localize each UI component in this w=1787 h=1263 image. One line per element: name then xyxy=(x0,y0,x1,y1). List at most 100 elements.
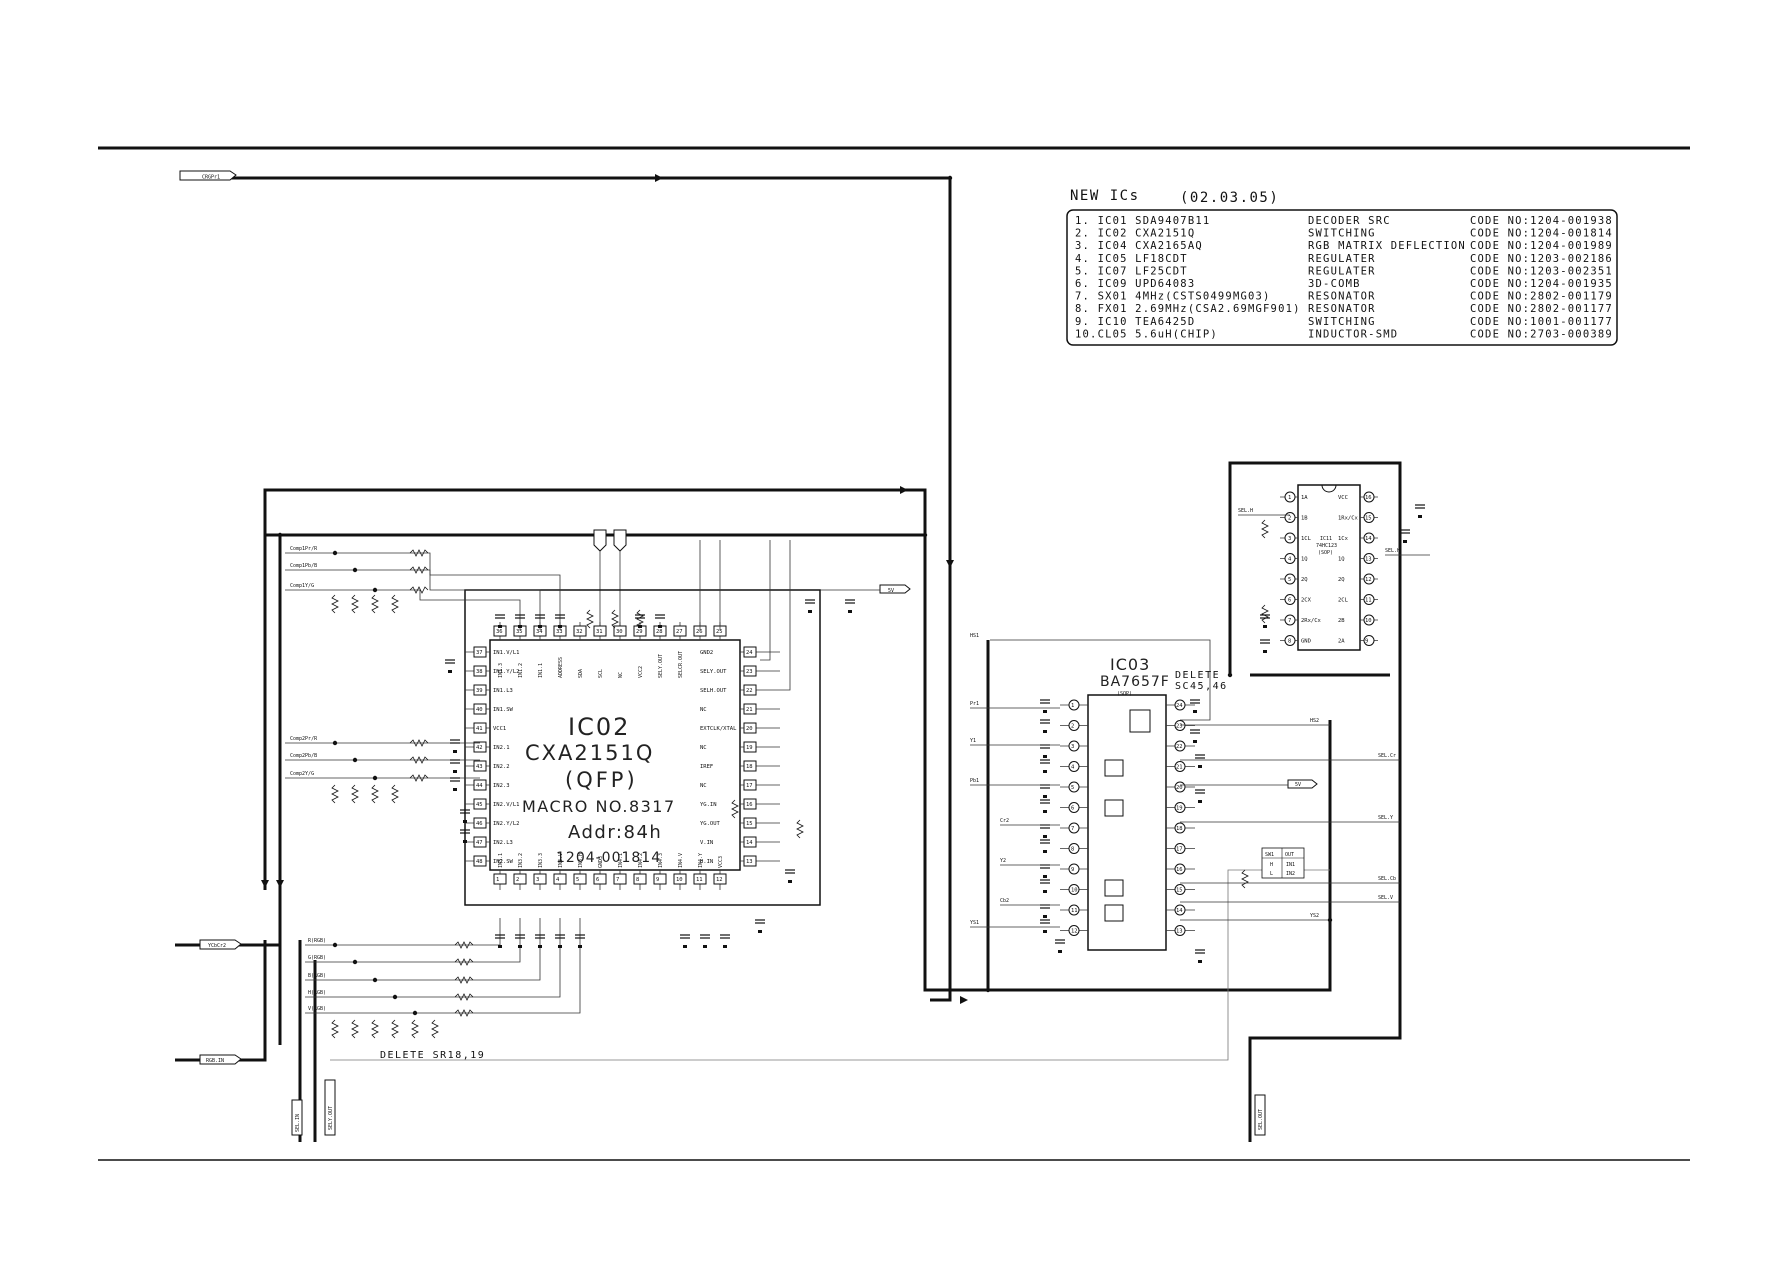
resistor-symbol xyxy=(454,976,474,984)
ic03-left-pin-num: 8 xyxy=(1071,847,1074,853)
ic02-bottom-pin-box xyxy=(613,873,627,885)
resistor-symbol xyxy=(391,594,399,614)
ic02-top-pin-name: SELCR.OUT xyxy=(678,651,684,678)
ic03-sw-b xyxy=(1104,799,1124,817)
ic11-left-pin-circle xyxy=(1284,614,1296,626)
net-comp1-pr: Comp1Pr/R xyxy=(290,546,318,552)
resistor-symbol xyxy=(731,799,739,819)
ic03-left-pin-num: 11 xyxy=(1071,908,1078,914)
ic03-right-pin-circle xyxy=(1174,699,1186,711)
ic11-left-pin-name: 2Q xyxy=(1301,577,1308,583)
ground-symbol xyxy=(683,945,687,948)
ic03-right-pin-num: 16 xyxy=(1176,867,1183,873)
junction-dot xyxy=(372,587,378,593)
ic02-left-pin-num: 43 xyxy=(476,764,483,770)
ic02-top-pin-num: 25 xyxy=(716,629,723,635)
connector-crgpr1 xyxy=(179,170,237,181)
ic03-left-pin-circle xyxy=(1068,802,1080,813)
ic02-output-nets: HS1 Pr1 Y1 Pb1 Cr2 Y2 Cb2 YS1 xyxy=(699,540,1211,928)
arrow-bottom xyxy=(960,996,968,1004)
ic02-bottom-pin-box xyxy=(633,873,647,885)
net-b-rgb: B(RGB) xyxy=(308,973,326,979)
junction-dot xyxy=(392,994,398,1000)
ic11-right-pin-name: 1Rx/Cx xyxy=(1338,516,1359,522)
net-y2: Y2 xyxy=(1000,858,1006,864)
ic11-body xyxy=(1297,484,1361,651)
ic03-left-pin-num: 6 xyxy=(1071,806,1074,812)
net-cb2: Cb2 xyxy=(1000,898,1009,904)
ic02-top-pin-name: NC xyxy=(618,672,624,678)
ic-row-item: 9. IC10 TEA6425D xyxy=(1075,316,1195,328)
ic-row-function: RESONATOR xyxy=(1308,291,1376,303)
arrow-right-bus xyxy=(946,560,954,568)
ic02-right-pin-box xyxy=(743,741,757,753)
ic03-right-pin-circle xyxy=(1174,720,1186,731)
ic02-bottom-pin-num: 12 xyxy=(716,877,723,883)
ic02-top-pin-name: IN1.2 xyxy=(518,663,524,678)
net-comp2-pb: Comp2Pb/B xyxy=(290,753,317,759)
ground-symbol xyxy=(1043,890,1047,893)
ic02-top-pin-name: SDA xyxy=(578,669,584,678)
ic11-left-pin-num: 6 xyxy=(1288,598,1291,604)
ic03-right-pin-num: 17 xyxy=(1176,847,1183,853)
ground-symbol xyxy=(1043,850,1047,853)
ic-row-function: REGULATER xyxy=(1308,253,1376,265)
resistor-symbol xyxy=(409,549,429,557)
ic03-note: DELETE xyxy=(1175,670,1220,681)
ic03-left-pin-num: 2 xyxy=(1071,724,1074,730)
ic02-top-pin-box xyxy=(593,625,607,637)
arrow-top xyxy=(655,174,663,182)
ic02-left-pin-box xyxy=(473,855,487,867)
junction-dots xyxy=(262,175,1333,1016)
comp1-pb-wire xyxy=(285,569,541,630)
ground-symbol xyxy=(1263,625,1267,628)
ic-row-item: 10.CL05 5.6uH(CHIP) xyxy=(1075,328,1218,340)
ic11-right-pin-num: 11 xyxy=(1365,598,1372,604)
ground-symbol xyxy=(1193,710,1197,713)
ic-row-function: RGB MATRIX DEFLECTION xyxy=(1308,240,1466,252)
ic02-left-pin-box xyxy=(473,646,487,658)
ic02-top-pin-box xyxy=(573,625,587,637)
ic03-left-pin-num: 5 xyxy=(1071,785,1074,791)
ic02-left-pin-name: VCC1 xyxy=(493,726,506,732)
ic-row-function: RESONATOR xyxy=(1308,303,1376,315)
ic02-bottom-pin-num: 3 xyxy=(536,877,539,883)
ic03-right-pin-num: 23 xyxy=(1176,724,1183,730)
ic02-left-pin-box xyxy=(473,665,487,677)
net-sel-cr: SEL.Cr xyxy=(1378,753,1396,759)
ic03-switch-box xyxy=(1129,709,1151,733)
ic03: IC03 BA7657F (SOP) DELETE SC45,46 123456… xyxy=(1060,655,1226,951)
ic11-left-pin-name: 1A xyxy=(1301,495,1308,501)
g-rgb-wire xyxy=(305,918,521,963)
resistor-symbol xyxy=(454,993,474,1001)
ic-row-code: CODE NO:1001-001177 xyxy=(1470,316,1613,328)
ic02-bottom-pin-box xyxy=(493,873,507,885)
ic02-right-pin-name: IREF xyxy=(700,764,713,770)
ground-symbol xyxy=(453,750,457,753)
net-g-rgb: G(RGB) xyxy=(308,955,326,961)
ic02-right-pin-box xyxy=(743,779,757,791)
ic-row-code: CODE NO:1204-001814 xyxy=(1470,228,1613,240)
ic02-bottom-pin-box xyxy=(513,873,527,885)
ic02-right-pin-box xyxy=(743,836,757,848)
ic-row-function: 3D-COMB xyxy=(1308,278,1361,290)
ic02-bottom-pin-box xyxy=(593,873,607,885)
ic11-right-pin-num: 16 xyxy=(1365,495,1372,501)
ic-row-item: 1. IC01 SDA9407B11 xyxy=(1075,215,1210,227)
net-r-rgb: R(RGB) xyxy=(308,938,326,944)
ic02-left-pin-name: IN1.Y/L2 xyxy=(493,669,520,675)
ic03-right-pin-num: 14 xyxy=(1176,908,1183,914)
ic-row-function: SWITCHING xyxy=(1308,316,1376,328)
resistor-symbol xyxy=(796,819,804,839)
connector-sda xyxy=(593,529,607,552)
ic02-right-pin-num: 17 xyxy=(746,783,753,789)
ic02-bottom-pin-box xyxy=(573,873,587,885)
resistor-symbol xyxy=(1261,604,1269,624)
ic03-left-pin-circle xyxy=(1068,761,1080,772)
comp1-y-wire xyxy=(285,589,521,630)
ic03-right-pin-num: 24 xyxy=(1176,703,1183,709)
ic02-bottom-pin-box xyxy=(553,873,567,885)
ic02-part: CXA2151Q xyxy=(525,741,654,765)
junction-dot xyxy=(332,740,338,746)
ic03-right-pin-circle xyxy=(1174,761,1186,772)
